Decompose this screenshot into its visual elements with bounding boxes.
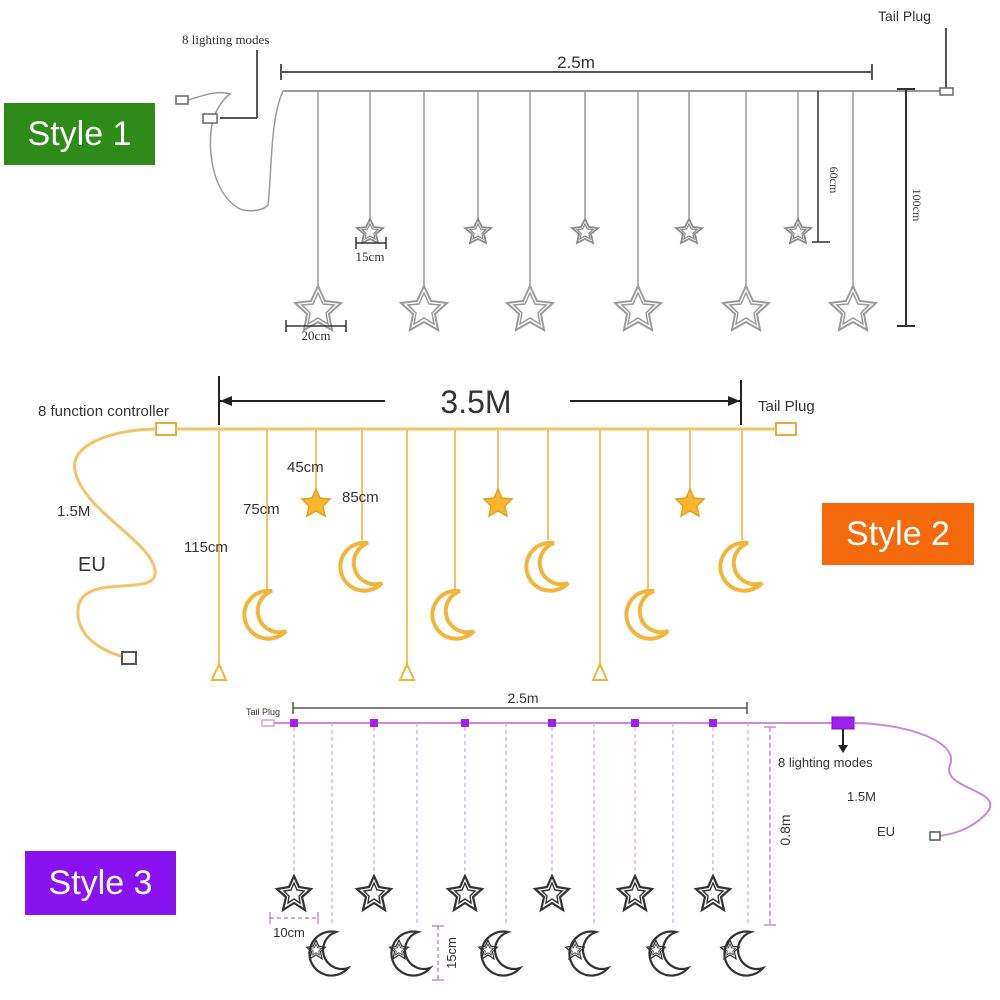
style3-length-label: 2.5m: [507, 690, 538, 706]
style3-star: [275, 874, 313, 912]
style2-tail-plug-label: Tail Plug: [758, 398, 815, 415]
style1-tail-plug-label: Tail Plug: [878, 8, 931, 24]
style2-badge: Style 2: [822, 503, 974, 565]
style1-star-large: [614, 285, 662, 331]
style3-diagram: Tail Plug 2.5m 8 lighting modes 1.5M EU: [246, 690, 992, 981]
style3-tail-plug: [261, 719, 275, 727]
style2-controller-label: 8 function controller: [38, 403, 169, 420]
style1-controller: [202, 113, 218, 124]
style2-drop1-label: 45cm: [287, 459, 324, 476]
style1-star-large: [400, 285, 448, 331]
style3-star: [694, 874, 732, 912]
style1-star-small: [571, 218, 599, 244]
style2-diagram: 3.5M 8 function controller Tail Plug 1.5…: [38, 376, 815, 681]
style3-star: [355, 874, 393, 912]
style2-moon: [338, 540, 384, 593]
style3-star-label: 10cm: [273, 925, 305, 940]
style2-cord-label: 1.5M: [57, 503, 90, 520]
style3-star: [446, 874, 484, 912]
style3-eu-plug: [929, 831, 941, 841]
style2-star: [483, 488, 513, 517]
style2-star: [301, 488, 331, 517]
style1-star-large: [506, 285, 554, 331]
style2-plug-label: EU: [78, 554, 106, 576]
style3-moon: [568, 930, 610, 977]
style2-moon: [430, 588, 476, 641]
style1-plug: [175, 95, 189, 105]
style2-drop2-label: 75cm: [243, 501, 280, 518]
style3-controller: [831, 716, 855, 730]
style3-star: [616, 874, 654, 912]
style1-length-label: 2.5m: [557, 53, 595, 72]
style3-moon: [723, 930, 765, 977]
style1-drop-long-label: 100cm: [910, 189, 924, 222]
style2-length-label: 3.5M: [440, 384, 511, 420]
style3-cord-label: 1.5M: [847, 789, 876, 804]
style1-modes-label: 8 lighting modes: [182, 32, 269, 47]
style2-moon: [524, 540, 570, 593]
style2-moon: [718, 540, 764, 593]
style1-badge: Style 1: [4, 103, 155, 165]
style2-eu-plug: [121, 651, 137, 665]
style1-star-large: [722, 285, 770, 331]
style1-star-small: [356, 218, 384, 244]
style3-plug-label: EU: [877, 824, 895, 839]
style3-badge: Style 3: [25, 851, 176, 915]
style1-drop-short-label: 60cm: [827, 167, 841, 194]
style1-star-small: [784, 218, 812, 244]
style3-moon-label: 15cm: [444, 937, 459, 969]
style2-controller: [155, 422, 177, 436]
style3-tail-plug-label: Tail Plug: [246, 707, 280, 717]
style1-star-large: [829, 285, 877, 331]
style2-star: [675, 488, 705, 517]
style1-star-large-label: 20cm: [302, 328, 331, 343]
style2-tail-plug: [775, 422, 797, 436]
style2-drop4-label: 115cm: [184, 539, 228, 556]
style1-star-small-label: 15cm: [356, 249, 385, 264]
style2-moon: [242, 588, 288, 641]
style1-star-small: [464, 218, 492, 244]
style3-modes-label: 8 lighting modes: [778, 755, 873, 770]
style3-drop-label: 0.8m: [777, 814, 793, 845]
style2-moon: [624, 588, 670, 641]
style1-star-small: [675, 218, 703, 244]
style2-drop3-label: 85cm: [342, 489, 379, 506]
style1-star-large: [294, 285, 342, 331]
style3-star: [533, 874, 571, 912]
style1-diagram: 2.5m Tail Plug 8 lighting modes: [175, 8, 954, 343]
style1-tail-plug: [939, 87, 954, 96]
